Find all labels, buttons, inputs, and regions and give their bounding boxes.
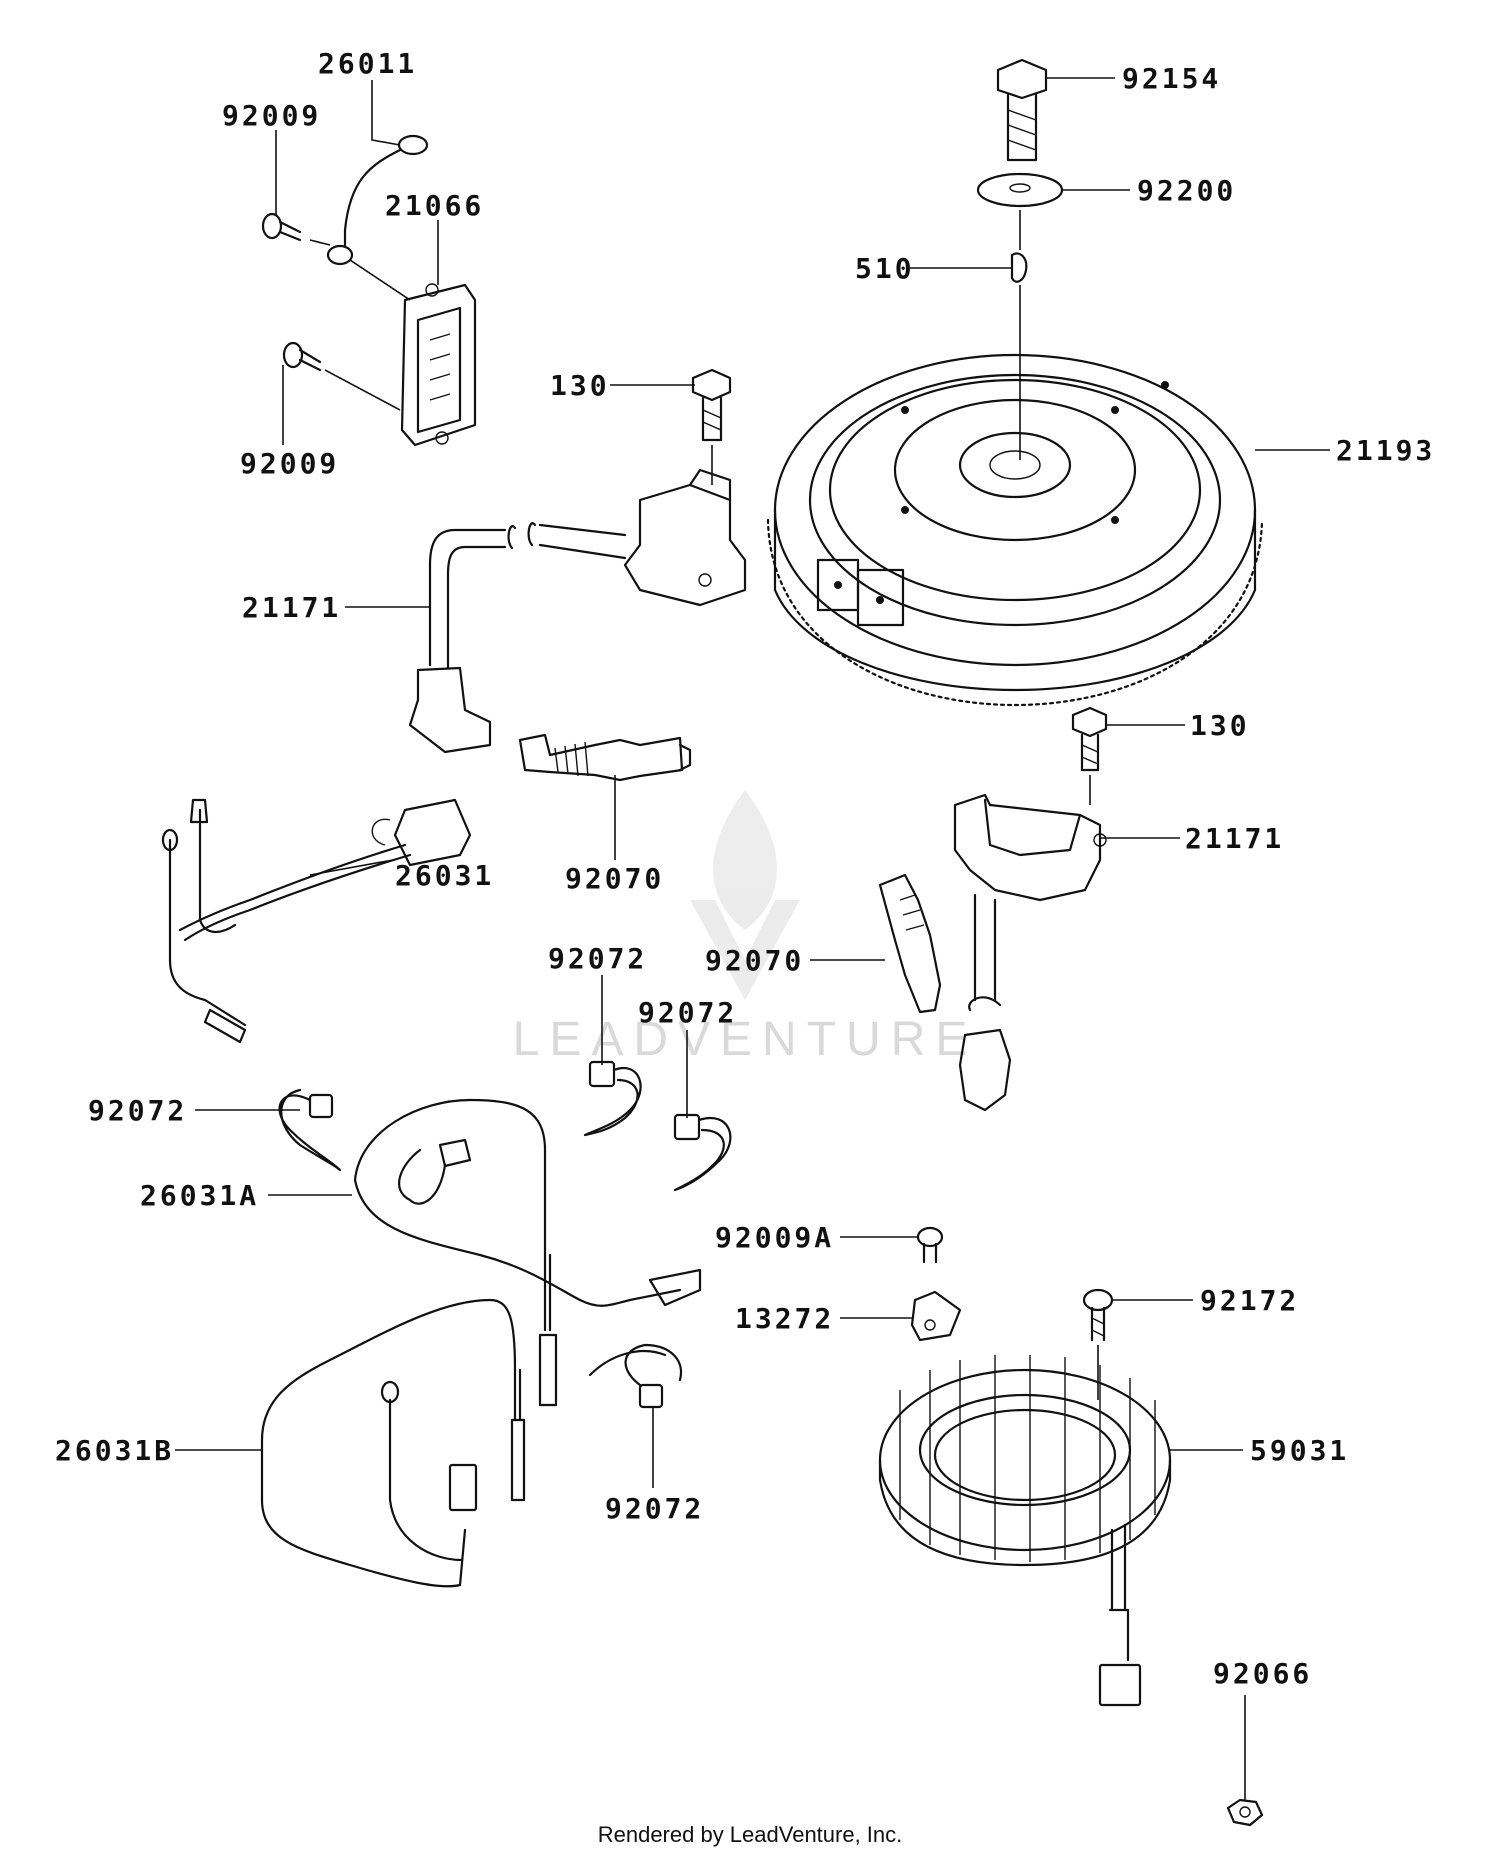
stator-59031 [878,1355,1172,1707]
label-92072-middle: 92072 [548,942,647,975]
clamp-92072-left [278,1088,342,1172]
label-92009-top: 92009 [222,99,321,132]
label-92072-right: 92072 [638,996,737,1029]
wire-harness-26031B [260,1298,526,1588]
label-92172: 92172 [1200,1284,1299,1317]
label-21066: 21066 [385,189,484,222]
leader-lines [175,77,1330,1800]
label-130-upper: 130 [550,369,610,402]
clamp-92072-bottom [588,1343,683,1409]
ignition-coil-upper [408,468,747,754]
label-92009A: 92009A [715,1221,834,1254]
bolt-130-upper [691,368,732,442]
bolt-130-lower [1071,706,1108,772]
screw-92009-bottom [282,341,322,372]
clamp-92072-right [673,1113,732,1192]
label-21171-upper: 21171 [242,591,341,624]
spark-plug-upper [518,733,692,782]
key-510 [1010,252,1028,283]
label-92200: 92200 [1137,174,1236,207]
regulator-21066 [400,283,477,447]
label-92072-bottom: 92072 [605,1492,704,1525]
screw-92009A [916,1226,944,1264]
label-59031: 59031 [1250,1434,1349,1467]
nut-92066 [1226,1798,1264,1827]
label-92070-lower: 92070 [705,944,804,977]
part-labels: 92154 92200 510 21193 26011 92009 21066 … [55,47,1435,1690]
label-130-lower: 130 [1190,709,1250,742]
spark-plug-lower [878,873,942,1014]
bolt-92154 [996,58,1048,162]
label-26031B: 26031B [55,1434,174,1467]
label-92009-bottom: 92009 [240,447,339,480]
label-92070-upper: 92070 [565,862,664,895]
label-13272: 13272 [735,1302,834,1335]
label-510: 510 [855,252,915,285]
bracket-13272 [910,1290,962,1342]
ignition-coil-lower [953,793,1107,1112]
label-21193: 21193 [1336,434,1435,467]
label-21171-lower: 21171 [1185,822,1284,855]
screw-92172 [1082,1288,1114,1342]
watermark-logo [690,790,800,1000]
label-92066: 92066 [1213,1657,1312,1690]
label-92072-left: 92072 [88,1094,187,1127]
clamp-92072-middle [583,1060,642,1137]
footer-credit: Rendered by LeadVenture, Inc. [597,1822,903,1847]
label-26011: 26011 [318,47,417,80]
label-26031: 26031 [395,859,494,892]
wire-harness-26031 [161,798,472,1044]
flywheel [766,353,1264,707]
label-26031A: 26031A [140,1179,259,1212]
washer-92200 [976,172,1064,208]
screw-92009-top [261,212,302,242]
label-92154: 92154 [1122,62,1221,95]
watermark-text: LEADVENTURE [513,1013,978,1066]
wire-harness-26031A [353,1098,702,1407]
